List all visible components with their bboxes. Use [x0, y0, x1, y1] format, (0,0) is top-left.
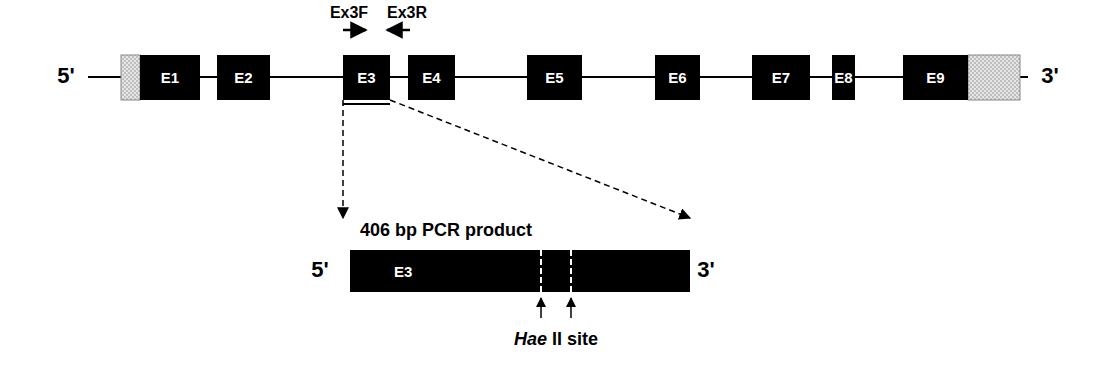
utr-box: [121, 55, 140, 100]
exon-label: E5: [545, 69, 563, 86]
zoom-connector: [342, 100, 344, 218]
site-mark: [570, 250, 572, 292]
exon-box: E4: [408, 55, 455, 100]
exon-label: E7: [772, 69, 790, 86]
exon-label: E9: [926, 69, 944, 86]
exon-box: E1: [140, 55, 200, 100]
strand-end: 3': [697, 258, 714, 282]
site-label: Hae II site: [514, 330, 598, 350]
exon-label: E4: [422, 69, 440, 86]
exon-box: E5: [527, 55, 582, 100]
exon-box: E2: [217, 55, 270, 100]
site-mark: [540, 250, 542, 292]
exon-box: E9: [903, 55, 968, 100]
pcr-product: 406 bp PCR productE3: [343, 218, 690, 292]
exon-box: E8: [832, 55, 855, 100]
strand-end: 5': [57, 64, 74, 88]
primer-name: Ex3R: [387, 4, 427, 22]
exon-label: E3: [357, 69, 375, 86]
exon-box: E6: [655, 55, 700, 100]
utr-box: [968, 55, 1020, 100]
product-heading: 406 bp PCR product: [343, 218, 690, 242]
exon-label: E8: [834, 69, 852, 86]
site-arrow: [540, 298, 542, 318]
exon-box: E3: [343, 55, 390, 100]
primer-arrow: [343, 29, 366, 32]
exon-label: E2: [234, 69, 252, 86]
exon-label: E1: [161, 69, 179, 86]
exon-label: E6: [668, 69, 686, 86]
site-arrow: [570, 298, 572, 318]
exon-label: E3: [350, 263, 412, 280]
primer-arrow: [387, 29, 410, 32]
exon-box: E7: [752, 55, 810, 100]
exon-bracket: [343, 103, 390, 105]
strand-end: 5': [311, 258, 328, 282]
primer-name: Ex3F: [330, 4, 368, 22]
zoom-connector: [390, 100, 690, 218]
product-bar: E3: [350, 250, 690, 292]
strand-end: 3': [1041, 64, 1058, 88]
